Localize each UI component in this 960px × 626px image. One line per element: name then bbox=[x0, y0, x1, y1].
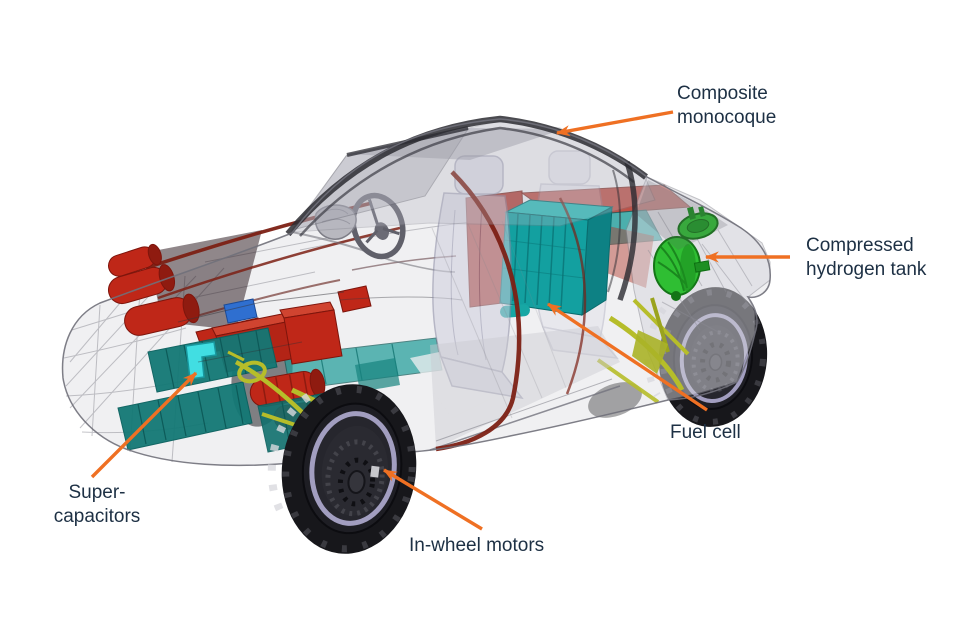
label-in-wheel-motors: In-wheel motors bbox=[409, 535, 545, 556]
in-wheel-motors-arrow bbox=[383, 468, 483, 531]
front-in-wheel-motor-hub bbox=[325, 439, 385, 517]
hydrogen-tank bbox=[653, 206, 719, 301]
label-fuel-cell: Fuel cell bbox=[670, 422, 741, 443]
roof-panel bbox=[347, 128, 564, 160]
label-composite-monocoque: Composite monocoque bbox=[677, 83, 777, 128]
front-wheel bbox=[267, 384, 417, 554]
rocker-sill bbox=[429, 220, 621, 451]
composite-monocoque-arrow bbox=[555, 110, 674, 137]
seat-near bbox=[432, 155, 524, 400]
fuel-cell-arrow bbox=[547, 302, 708, 412]
supercapacitor-bank-lower bbox=[117, 381, 253, 451]
steering-wheel bbox=[350, 192, 406, 260]
label-compressed-hydrogen-tank: Compressed hydrogen tank bbox=[806, 235, 927, 280]
rear-window bbox=[636, 180, 728, 250]
rear-suspension-yellow bbox=[596, 297, 690, 404]
rollover-hoop bbox=[607, 161, 638, 301]
door-frame-maroon bbox=[435, 170, 587, 452]
label-super-capacitors: Super- capacitors bbox=[53, 482, 141, 527]
super-capacitors-arrow bbox=[90, 371, 198, 479]
